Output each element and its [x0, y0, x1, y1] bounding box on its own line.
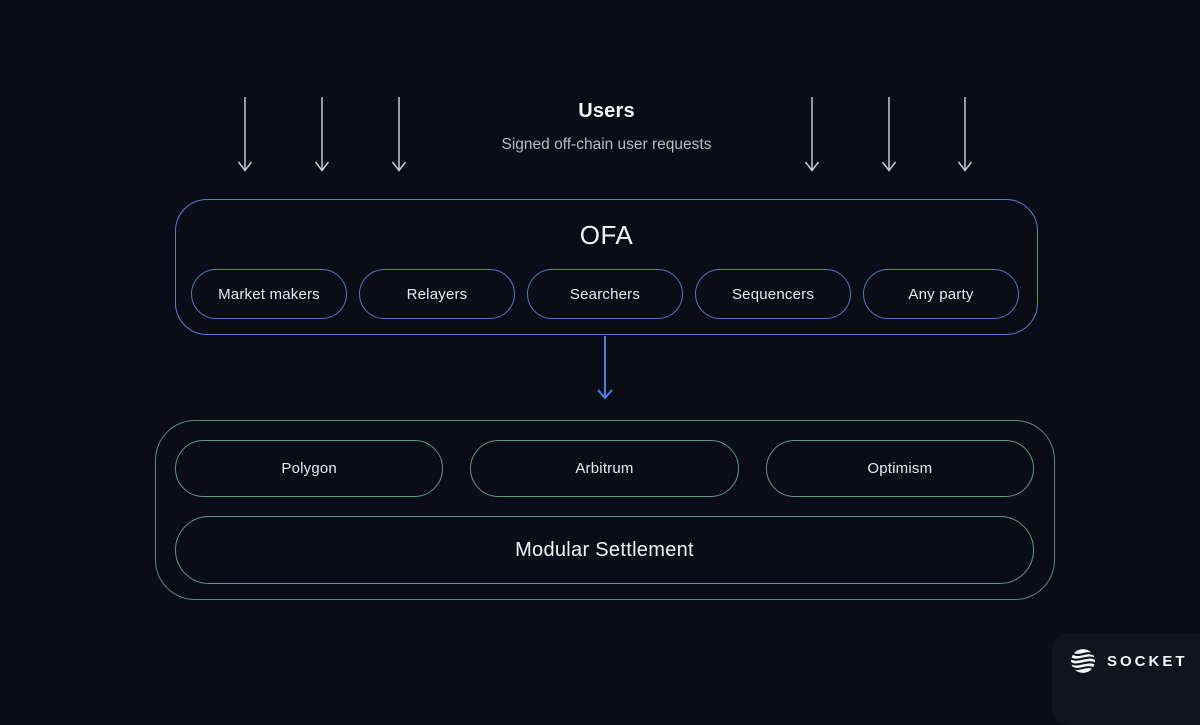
settlement-container: Polygon Arbitrum Optimism Modular Settle…	[155, 420, 1055, 600]
brand-row: SOCKET	[1070, 648, 1200, 674]
users-title: Users	[578, 100, 635, 122]
users-subtitle: Signed off-chain user requests	[501, 136, 712, 153]
ofa-pill-searchers: Searchers	[527, 269, 683, 319]
socket-sphere-icon	[1070, 648, 1096, 674]
down-arrow-icon	[237, 96, 253, 174]
down-arrow-icon	[596, 336, 614, 407]
ofa-title: OFA	[579, 220, 634, 250]
ofa-pill-relayers: Relayers	[359, 269, 515, 319]
chain-pill-optimism: Optimism	[765, 440, 1034, 497]
chain-pill-arbitrum: Arbitrum	[470, 440, 739, 497]
down-arrow-icon	[957, 96, 973, 174]
brand-wordmark: SOCKET	[1107, 652, 1188, 670]
down-arrow-icon	[881, 96, 897, 174]
users-section: Users Signed off-chain user requests	[175, 100, 1038, 154]
down-arrow-icon	[804, 96, 820, 174]
brand-chip: SOCKET	[1052, 633, 1200, 725]
ofa-pill-any-party: Any party	[863, 269, 1019, 319]
chain-pill-polygon: Polygon	[175, 440, 444, 497]
modular-settlement-pill: Modular Settlement	[175, 516, 1034, 584]
ofa-pill-sequencers: Sequencers	[695, 269, 851, 319]
ofa-container: OFA Market makers Relayers Searchers Seq…	[175, 199, 1038, 335]
ofa-pill-row: Market makers Relayers Searchers Sequenc…	[191, 269, 1019, 319]
down-arrow-icon	[314, 96, 330, 174]
down-arrow-icon	[391, 96, 407, 174]
chain-row: Polygon Arbitrum Optimism	[175, 440, 1034, 497]
ofa-pill-market-makers: Market makers	[191, 269, 347, 319]
